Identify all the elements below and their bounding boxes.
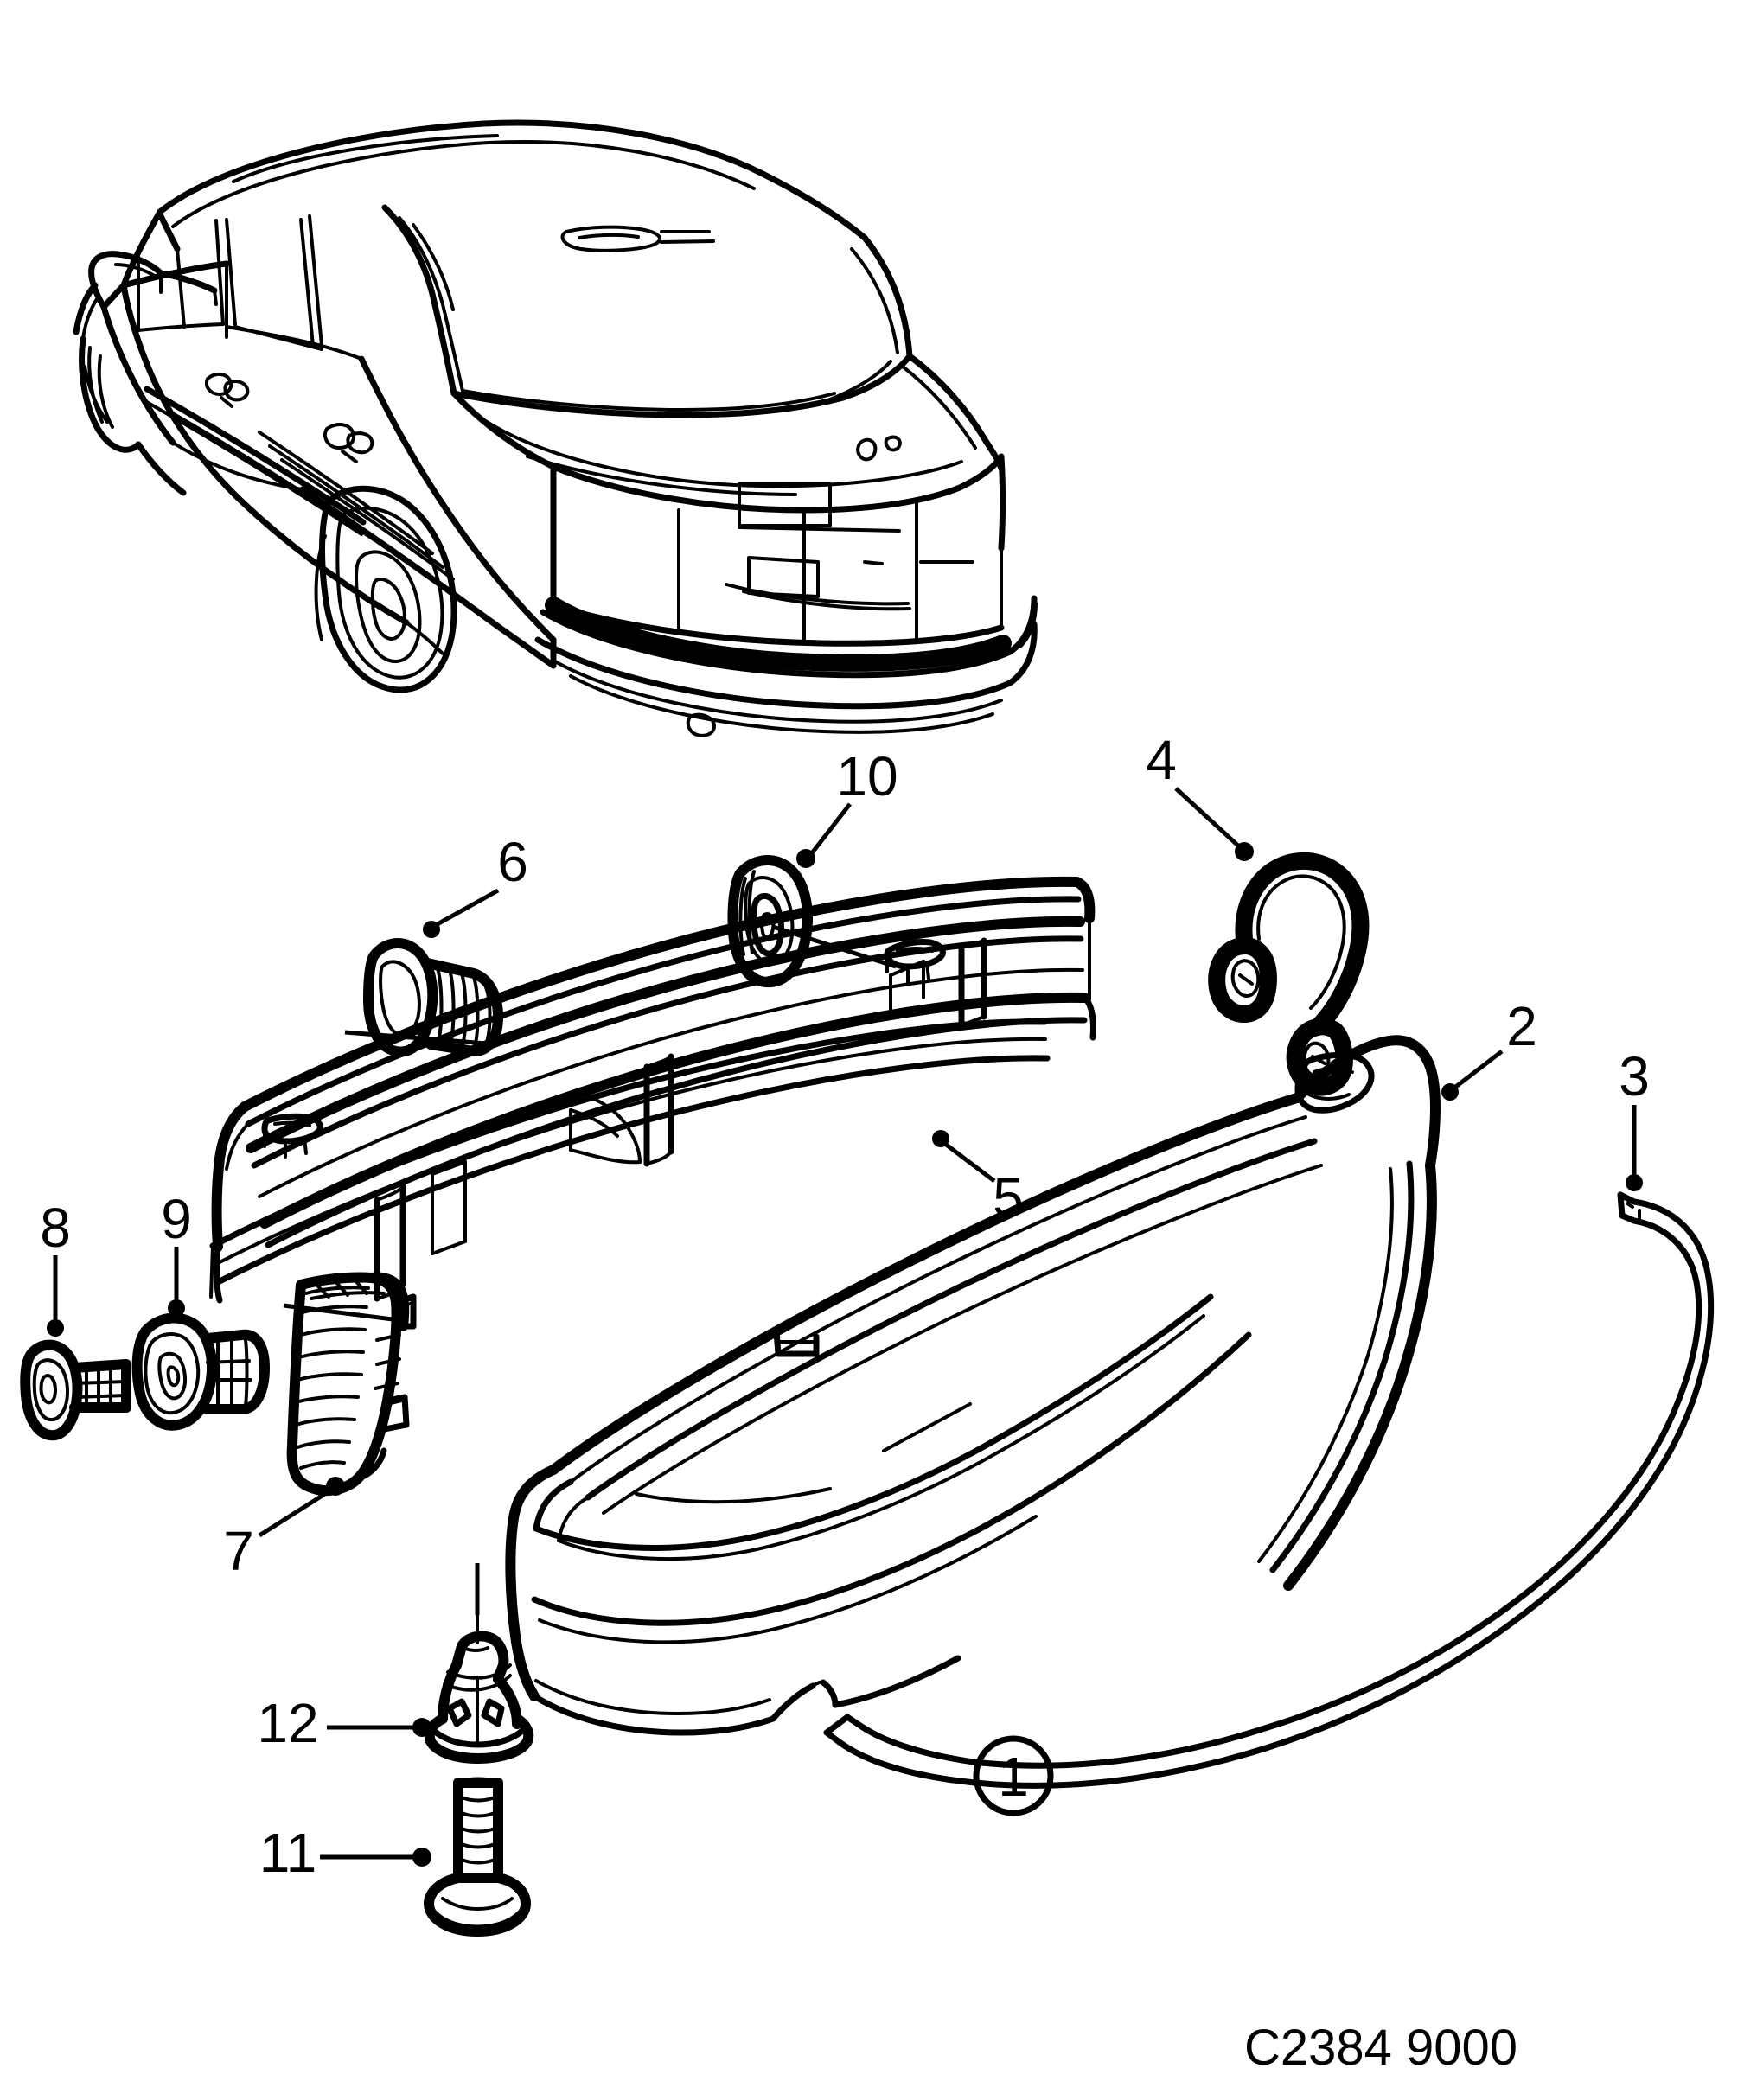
callout-3[interactable]: 3 <box>1619 1045 1650 1107</box>
retainer-grommet-part <box>424 1613 534 1764</box>
leader-4 <box>1174 787 1242 849</box>
diagram-caption: C2384 9000 <box>1244 2020 1517 2076</box>
leader-6 <box>434 888 500 928</box>
impact-bar-part <box>209 876 1096 1304</box>
leader-dot-10 <box>796 849 815 868</box>
leader-2 <box>1452 1050 1504 1090</box>
leader-dot-3 <box>1626 1174 1643 1191</box>
leader-5 <box>943 1142 996 1183</box>
leader-dot-5 <box>932 1130 949 1147</box>
vehicle-illustration <box>73 119 1038 737</box>
screw-part <box>20 1339 131 1441</box>
energy-absorber-part <box>286 1272 417 1497</box>
leader-dot-12 <box>412 1718 431 1737</box>
leader-dot-9 <box>168 1299 185 1317</box>
callout-12[interactable]: 12 <box>257 1692 318 1754</box>
callout-9[interactable]: 9 <box>161 1188 192 1250</box>
leader-7 <box>258 1488 332 1538</box>
leader-10 <box>809 802 852 856</box>
plastic-rivet-part <box>131 1312 270 1431</box>
callout-2[interactable]: 2 <box>1506 995 1537 1057</box>
trim-molding-part <box>823 1191 1715 1789</box>
leader-7-tip <box>283 1303 407 1324</box>
callout-10[interactable]: 10 <box>836 745 898 807</box>
leader-dot-7 <box>326 1477 345 1496</box>
leader-dot-4 <box>1235 842 1254 861</box>
callout-8[interactable]: 8 <box>40 1197 71 1259</box>
leader-10-tip <box>772 924 897 969</box>
retaining-clip-part <box>1208 852 1370 1096</box>
callout-11[interactable]: 11 <box>259 1822 316 1884</box>
callout-1-circle <box>973 1735 1054 1816</box>
callout-labels: 1 2 3 4 5 6 7 8 9 10 11 12 <box>40 729 1650 1884</box>
leader-dot-8 <box>47 1319 64 1337</box>
callout-4[interactable]: 4 <box>1146 729 1177 791</box>
leader-dot-2 <box>1441 1083 1459 1101</box>
leader-dot-11 <box>412 1848 431 1867</box>
callout-leaders <box>47 787 1643 1867</box>
leader-6-tip <box>344 1030 498 1047</box>
callout-1[interactable]: 1 <box>998 1746 1029 1808</box>
nut-part <box>727 855 813 988</box>
bolt-flange-part <box>424 1777 531 1937</box>
callout-7[interactable]: 7 <box>223 1520 254 1582</box>
callout-6[interactable]: 6 <box>497 831 528 893</box>
callout-5[interactable]: 5 <box>993 1166 1024 1229</box>
leader-dot-6 <box>423 921 440 938</box>
